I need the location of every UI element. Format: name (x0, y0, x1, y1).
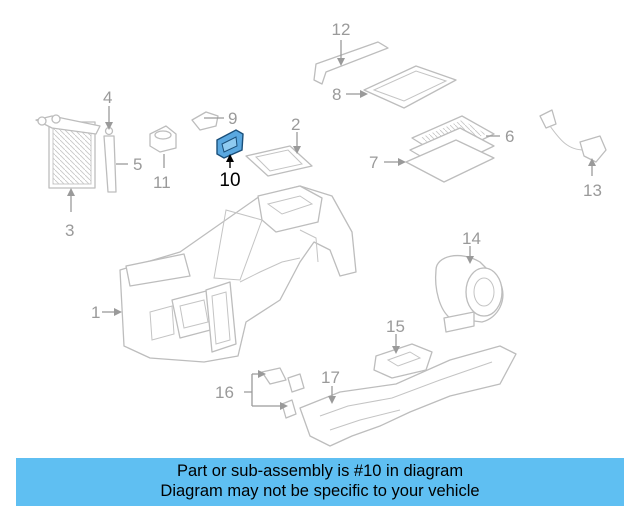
banner-line-1: Part or sub-assembly is #10 in diagram (176, 462, 464, 480)
parts-diagram: 12 8 9 4 2 6 7 5 11 10 13 3 14 1 15 17 (35, 20, 607, 447)
small-seal-part (191, 111, 219, 131)
duct-grommet-part (149, 125, 177, 153)
callout-17: 17 (321, 368, 340, 387)
callout-8: 8 (332, 85, 341, 104)
actuator-part (539, 109, 607, 163)
callout-12: 12 (332, 20, 351, 39)
banner-line-2: Diagram may not be specific to your vehi… (160, 482, 480, 500)
floor-duct-part (299, 345, 517, 447)
callout-6: 6 (505, 127, 514, 146)
callout-1: 1 (91, 303, 100, 322)
callout-4: 4 (103, 88, 112, 107)
cabin-filter-part (405, 115, 495, 183)
callout-9: 9 (228, 109, 237, 128)
sensor-part (261, 367, 305, 419)
callout-7: 7 (369, 153, 378, 172)
callout-5: 5 (133, 155, 142, 174)
callout-14: 14 (462, 229, 481, 248)
heater-case-part (119, 185, 357, 363)
highlighted-seal-part-10 (216, 129, 244, 159)
blower-motor-part (434, 254, 504, 333)
callout-2: 2 (291, 115, 300, 134)
callout-16: 16 (215, 383, 234, 402)
gasket-frame-part (245, 145, 313, 177)
callout-15: 15 (386, 317, 405, 336)
callout-11: 11 (153, 173, 171, 192)
callout-13: 13 (583, 181, 602, 200)
clip-rod-part (103, 126, 117, 193)
filter-housing-part (363, 65, 457, 109)
callout-3: 3 (65, 221, 74, 240)
info-banner: Part or sub-assembly is #10 in diagram D… (16, 458, 624, 506)
heater-core-part (35, 114, 101, 189)
callout-10: 10 (219, 170, 240, 191)
filter-cover-part (313, 41, 389, 85)
